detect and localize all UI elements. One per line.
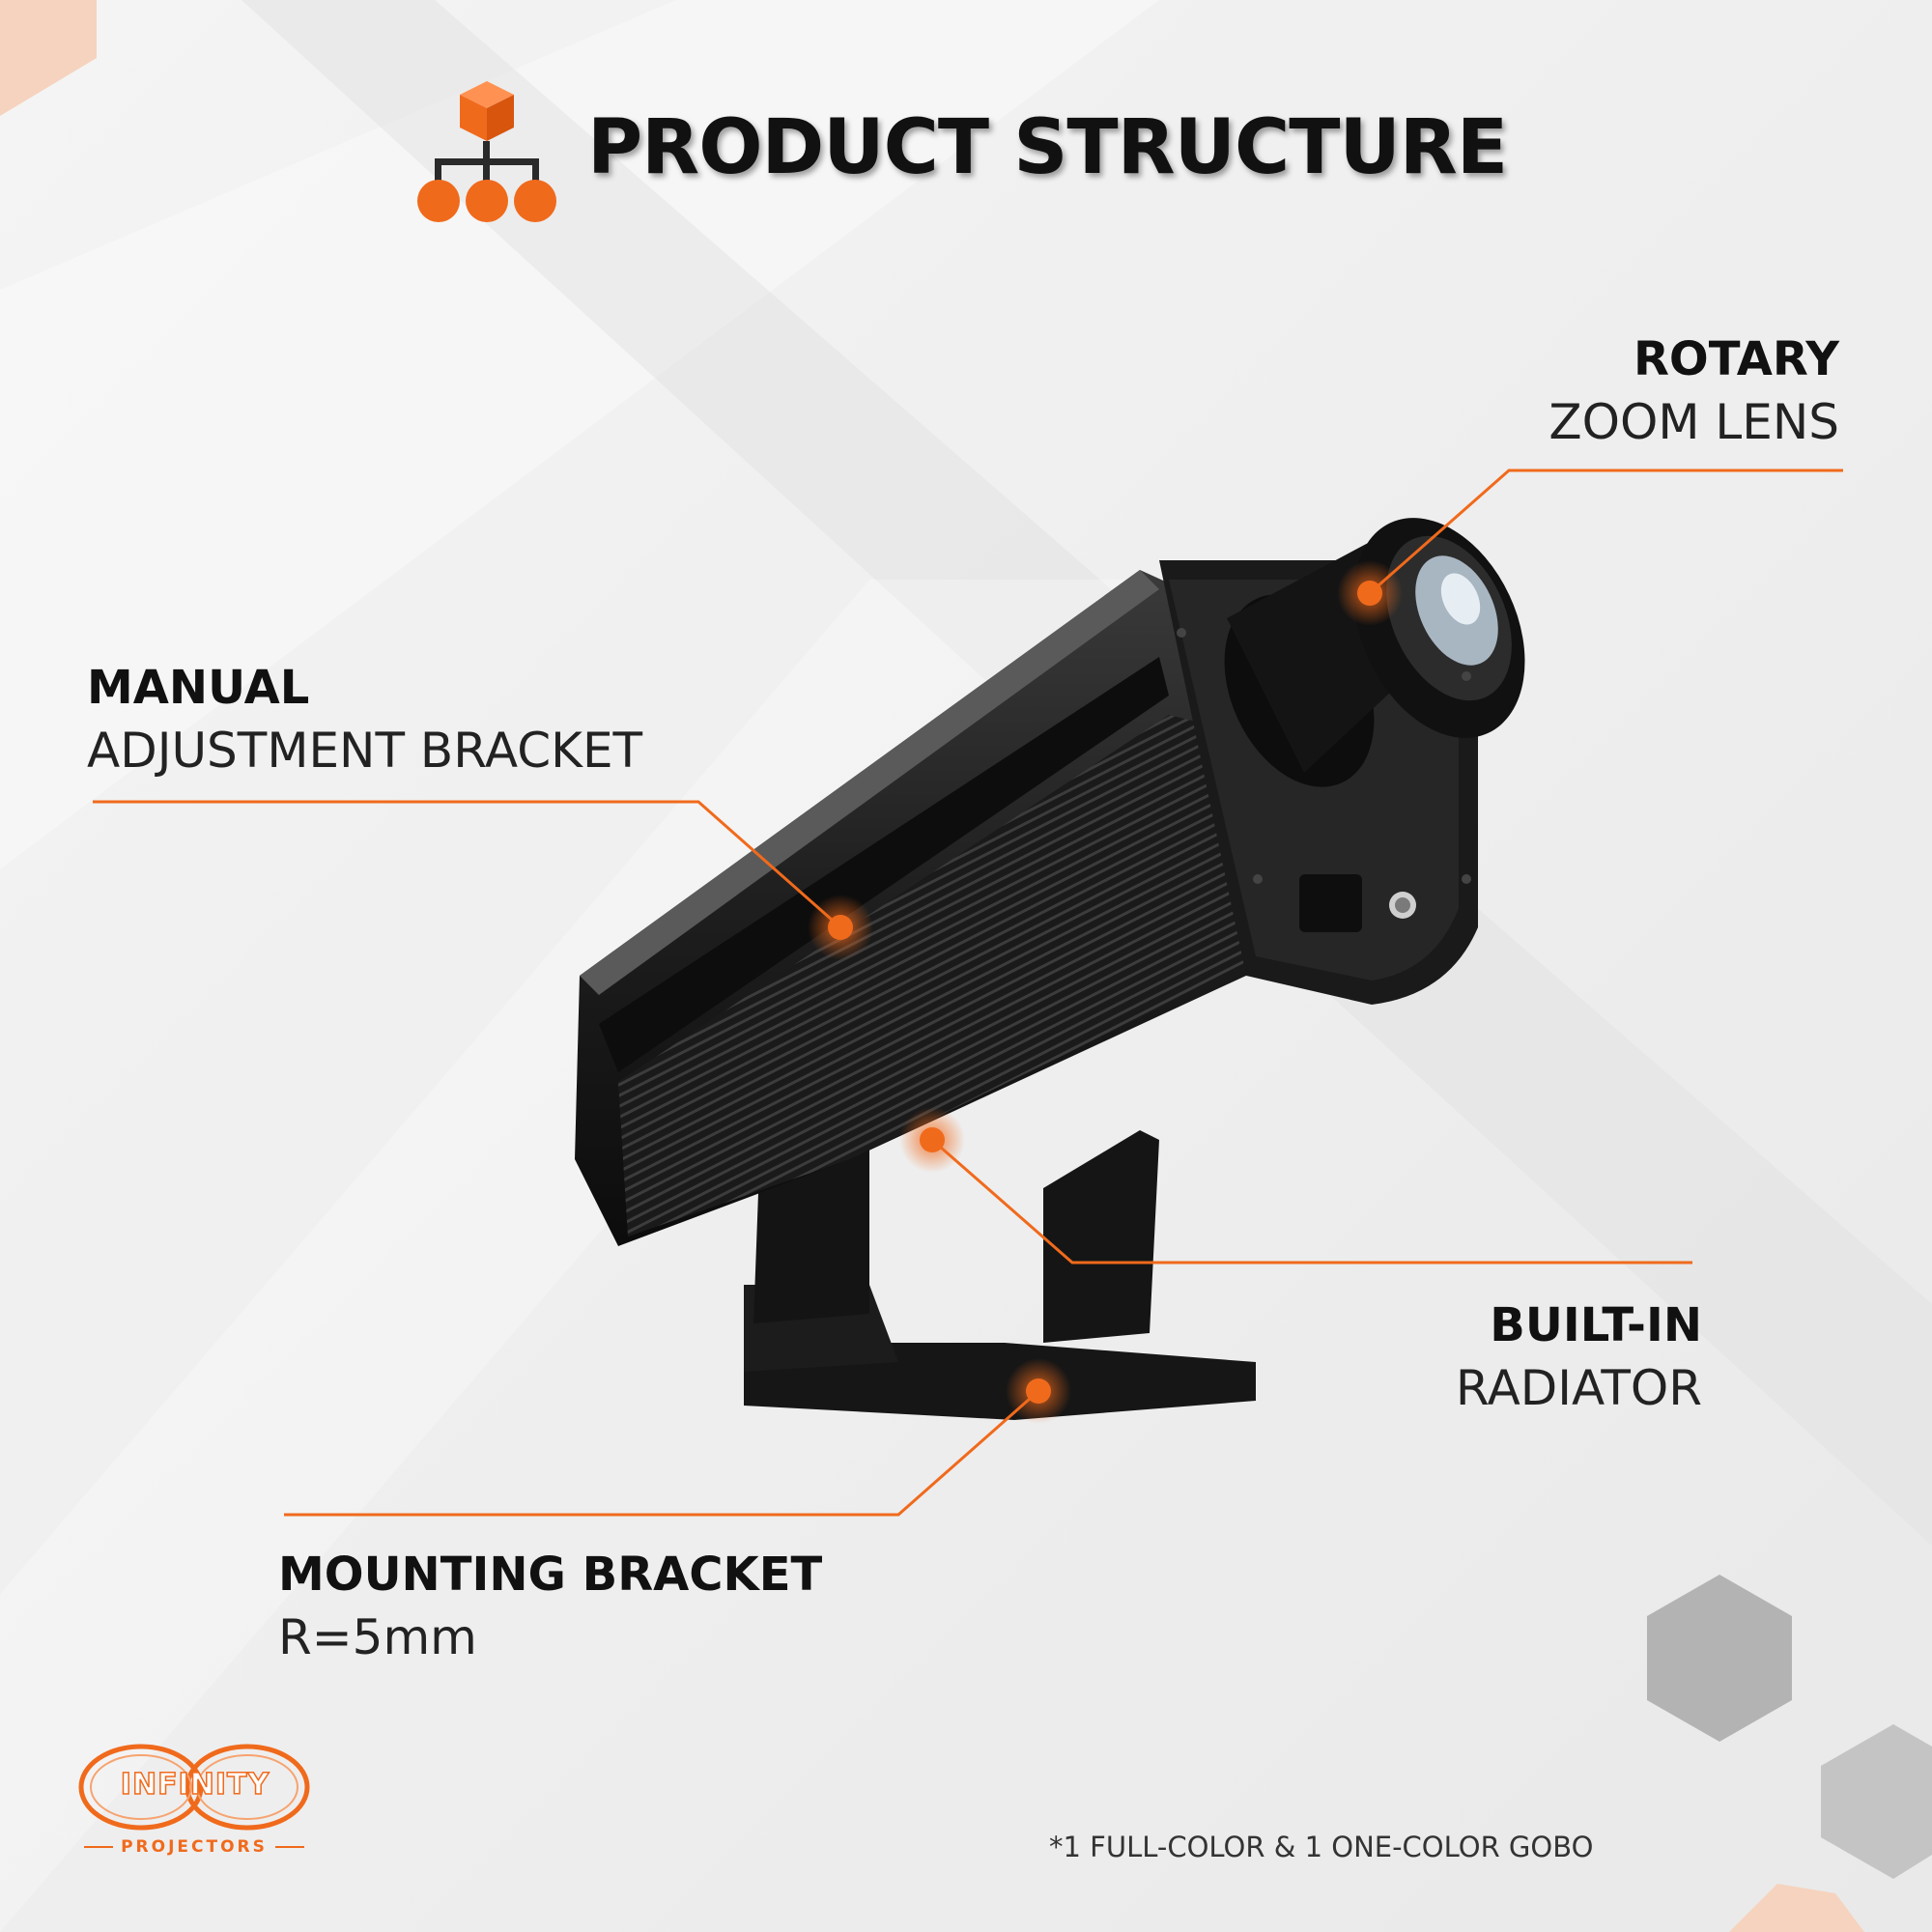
callout-mounting-title: MOUNTING BRACKET (278, 1548, 823, 1602)
callout-radiator-subtitle: RADIATOR (1455, 1360, 1702, 1416)
callout-mounting-subtitle: R=5mm (278, 1609, 477, 1665)
marker-lens (1337, 560, 1403, 626)
marker-manual (808, 895, 873, 960)
corner-accent-bottom-right (1729, 1884, 1864, 1932)
hierarchy-icon (417, 81, 556, 222)
logo-subtitle-text: PROJECTORS (121, 1837, 268, 1857)
callout-radiator: BUILT-IN RADIATOR (1456, 1302, 1702, 1412)
logo-subtitle: PROJECTORS (73, 1837, 315, 1857)
callout-lens-subtitle: ZOOM LENS (1548, 394, 1839, 450)
callout-line-mounting (284, 1389, 1039, 1517)
callout-radiator-title: BUILT-IN (1490, 1298, 1702, 1352)
corner-accent-top-left (0, 0, 97, 116)
callout-manual-title: MANUAL (87, 661, 310, 715)
callout-mounting: MOUNTING BRACKET R=5mm (278, 1551, 822, 1662)
callout-lens-title: ROTARY (1633, 332, 1839, 386)
callout-line-manual (93, 800, 841, 929)
marker-mounting (1006, 1358, 1071, 1424)
callout-line-radiator (931, 1138, 1692, 1264)
callout-line-lens (1369, 469, 1843, 595)
logo-name: INFINITY (120, 1767, 270, 1803)
callout-manual-subtitle: ADJUSTMENT BRACKET (87, 723, 643, 779)
brand-logo: INFINITY PROJECTORS (73, 1739, 315, 1864)
hexagon-bottom (1821, 1724, 1932, 1879)
callout-manual: MANUAL ADJUSTMENT BRACKET (87, 665, 642, 775)
hexagon-top (1647, 1575, 1792, 1742)
footnote: *1 FULL-COLOR & 1 ONE-COLOR GOBO (1049, 1831, 1594, 1863)
callout-lens: ROTARY ZOOM LENS (1548, 336, 1839, 446)
radiator-fins (618, 715, 1246, 1236)
page-title: PRODUCT STRUCTURE (587, 104, 1508, 191)
marker-radiator (899, 1107, 965, 1173)
infinity-icon (78, 1744, 310, 1831)
